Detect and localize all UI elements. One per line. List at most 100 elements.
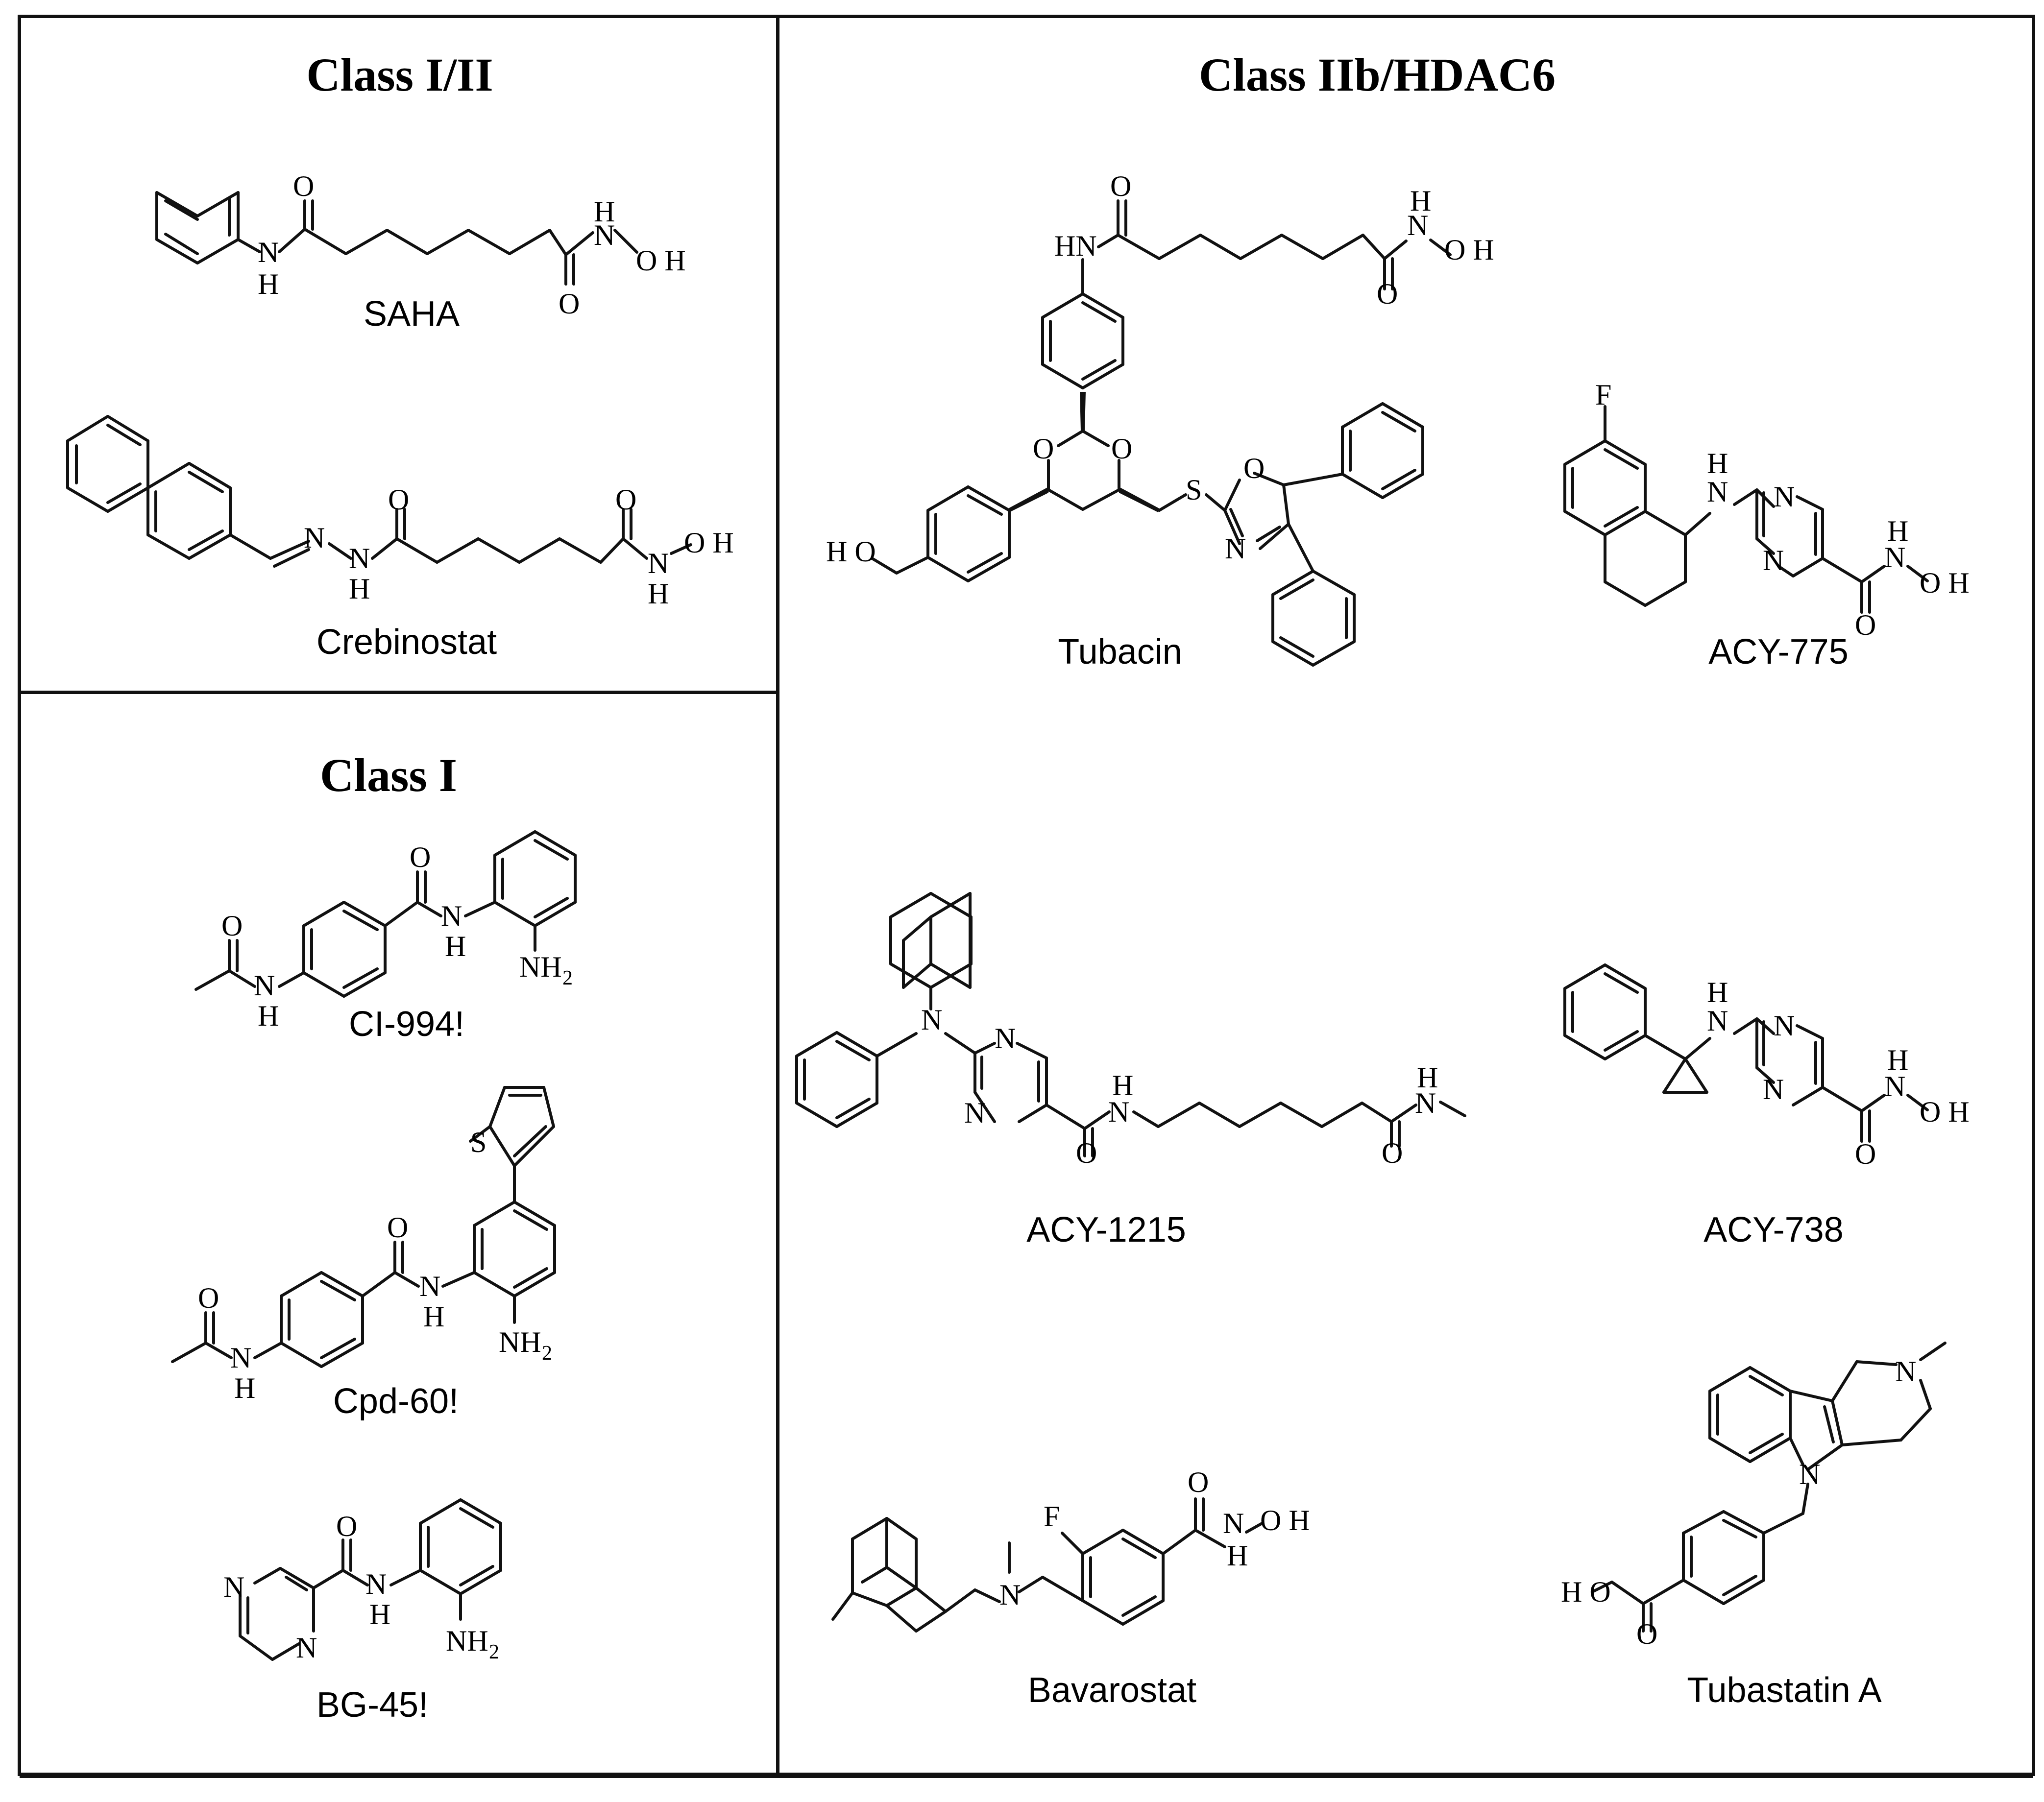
crebinostat-label: Crebinostat xyxy=(316,623,497,662)
tubastatin-atom-ho: H O xyxy=(1561,1576,1611,1608)
acy1215-atom-o1: O xyxy=(1076,1137,1097,1169)
tubacin-atom-n: N xyxy=(1407,209,1428,241)
acy738-atom-n2: N xyxy=(1774,1009,1795,1042)
acy738-skeleton: H N N N H N O H O xyxy=(1563,963,1970,1170)
acy775-atom-oh: O H xyxy=(1920,567,1970,599)
tubastatin-skeleton: N N O H O xyxy=(1561,1342,1947,1650)
bg45-atom-n3: N xyxy=(365,1568,387,1600)
cpd60-skeleton: O N H O N H S NH 2 xyxy=(171,1086,556,1404)
tubacin-atom-ho: H O xyxy=(826,535,876,568)
acy775-atom-h2: H xyxy=(1887,515,1908,547)
acy1215-atom-n2: N xyxy=(995,1022,1016,1055)
acy1215-atom-n5: N xyxy=(1415,1087,1436,1119)
saha-label: SAHA xyxy=(363,294,460,334)
acy775-skeleton: F H N N N H N O H O xyxy=(1563,379,1970,641)
bavarostat-atom-n2: N xyxy=(1223,1507,1244,1539)
bg45-label: BG-45! xyxy=(316,1685,429,1725)
bavarostat-atom-o: O xyxy=(1188,1466,1209,1498)
acy775-atom-n3: N xyxy=(1763,544,1784,577)
tubastatin-label: Tubastatin A xyxy=(1687,1671,1882,1710)
acy738-atom-n4: N xyxy=(1884,1070,1905,1103)
tubacin-atom-oh: O H xyxy=(1444,234,1494,266)
bavarostat-atom-h: H xyxy=(1227,1539,1248,1572)
bg45-atom-n2: N xyxy=(296,1632,317,1664)
panel-title-class-1-2: Class I/II xyxy=(306,48,493,101)
acy775-label: ACY-775 xyxy=(1708,632,1849,672)
tubacin-atom-h: H xyxy=(1410,185,1431,217)
acy775-atom-n1: N xyxy=(1707,476,1728,508)
ci994-atom-h2: H xyxy=(445,930,466,962)
cpd60-atom-sub2: 2 xyxy=(542,1342,552,1365)
acy738-atom-h2: H xyxy=(1887,1044,1908,1076)
ci994-label: CI-994! xyxy=(348,1005,465,1044)
acy1215-atom-h2: H xyxy=(1417,1061,1438,1094)
acy775-atom-o: O xyxy=(1855,609,1876,641)
bg45-atom-o: O xyxy=(336,1510,357,1542)
saha-atom-n1: N xyxy=(258,236,279,268)
acy775-atom-n4: N xyxy=(1884,541,1905,574)
acy775-atom-h: H xyxy=(1707,447,1728,480)
acy775-atom-f: F xyxy=(1595,379,1611,411)
acy738-atom-n3: N xyxy=(1763,1073,1784,1105)
cpd60-atom-h2: H xyxy=(423,1300,444,1333)
saha-atom-o2: O xyxy=(559,288,580,320)
bg45-atom-h: H xyxy=(369,1598,390,1631)
ci994-atom-n1: N xyxy=(254,969,275,1002)
saha-skeleton: O N H H N O H O xyxy=(155,170,686,320)
bavarostat-atom-oh: O H xyxy=(1260,1504,1310,1537)
acy738-atom-oh: O H xyxy=(1920,1096,1970,1128)
ci994-atom-nh2: NH xyxy=(519,951,562,983)
ci994-atom-n2: N xyxy=(441,900,462,932)
bottom-border-line xyxy=(20,1775,2033,1778)
tubacin-atom-s: S xyxy=(1186,474,1202,506)
cpd60-atom-s: S xyxy=(470,1126,487,1158)
acy1215-atom-n1: N xyxy=(921,1004,942,1036)
crebinostat-atom-n2: N xyxy=(349,542,370,575)
bavarostat-label: Bavarostat xyxy=(1027,1671,1197,1710)
cpd60-atom-h1: H xyxy=(234,1372,255,1404)
panel-title-class-2b: Class IIb/HDAC6 xyxy=(1198,48,1556,101)
cpd60-atom-o2: O xyxy=(387,1211,408,1244)
tubacin-atom-o2: O xyxy=(1377,278,1398,310)
saha-atom-oh: O H xyxy=(636,244,686,277)
cpd60-atom-o1: O xyxy=(198,1282,219,1314)
acy1215-atom-n3: N xyxy=(964,1097,985,1129)
panel-class-2b: Class IIb/HDAC6 xyxy=(776,15,2035,1776)
acy775-atom-n2: N xyxy=(1774,481,1795,513)
tubacin-atom-o5: O xyxy=(1243,452,1265,484)
ci994-atom-h1: H xyxy=(258,1000,279,1032)
acy1215-atom-n4: N xyxy=(1108,1096,1129,1128)
tubacin-label: Tubacin xyxy=(1058,632,1182,672)
ci994-atom-o1: O xyxy=(221,910,243,942)
cpd60-atom-n1: N xyxy=(230,1342,251,1374)
ci994-skeleton: O N H O N H NH 2 xyxy=(195,830,577,1032)
ci994-atom-sub2: 2 xyxy=(562,967,573,989)
tubacin-atom-hn: HN xyxy=(1054,230,1097,262)
acy1215-label: ACY-1215 xyxy=(1026,1210,1186,1249)
acy738-atom-h: H xyxy=(1707,976,1728,1009)
crebinostat-atom-o2: O xyxy=(615,483,636,516)
crebinostat-atom-oh: O H xyxy=(684,527,734,559)
panel-class-1: Class I xyxy=(18,691,782,1776)
saha-atom-o1: O xyxy=(293,170,314,202)
tubastatin-atom-o: O xyxy=(1636,1618,1657,1650)
tubacin-atom-o4: O xyxy=(1111,432,1132,465)
acy1215-atom-h1: H xyxy=(1112,1069,1133,1102)
acy738-atom-n1: N xyxy=(1707,1005,1728,1037)
tubacin-skeleton: HN O H N O H O O O S O N H O xyxy=(826,170,1494,667)
bavarostat-atom-f: F xyxy=(1044,1500,1060,1533)
saha-atom-n2: N xyxy=(594,219,615,251)
panel-title-class-1: Class I xyxy=(319,749,458,801)
acy738-label: ACY-738 xyxy=(1703,1210,1844,1249)
tubacin-atom-n2: N xyxy=(1225,532,1246,565)
saha-atom-h1: H xyxy=(258,268,279,300)
bg45-atom-n1: N xyxy=(223,1571,244,1603)
acy1215-atom-o2: O xyxy=(1382,1137,1403,1169)
acy738-atom-o: O xyxy=(1855,1138,1876,1170)
bg45-atom-sub2: 2 xyxy=(489,1641,499,1663)
acy1215-skeleton: N N N O H N O H N xyxy=(795,892,1466,1169)
tubastatin-atom-n2: N xyxy=(1799,1458,1820,1490)
crebinostat-atom-o1: O xyxy=(388,483,409,516)
crebinostat-atom-h1: H xyxy=(349,573,370,605)
